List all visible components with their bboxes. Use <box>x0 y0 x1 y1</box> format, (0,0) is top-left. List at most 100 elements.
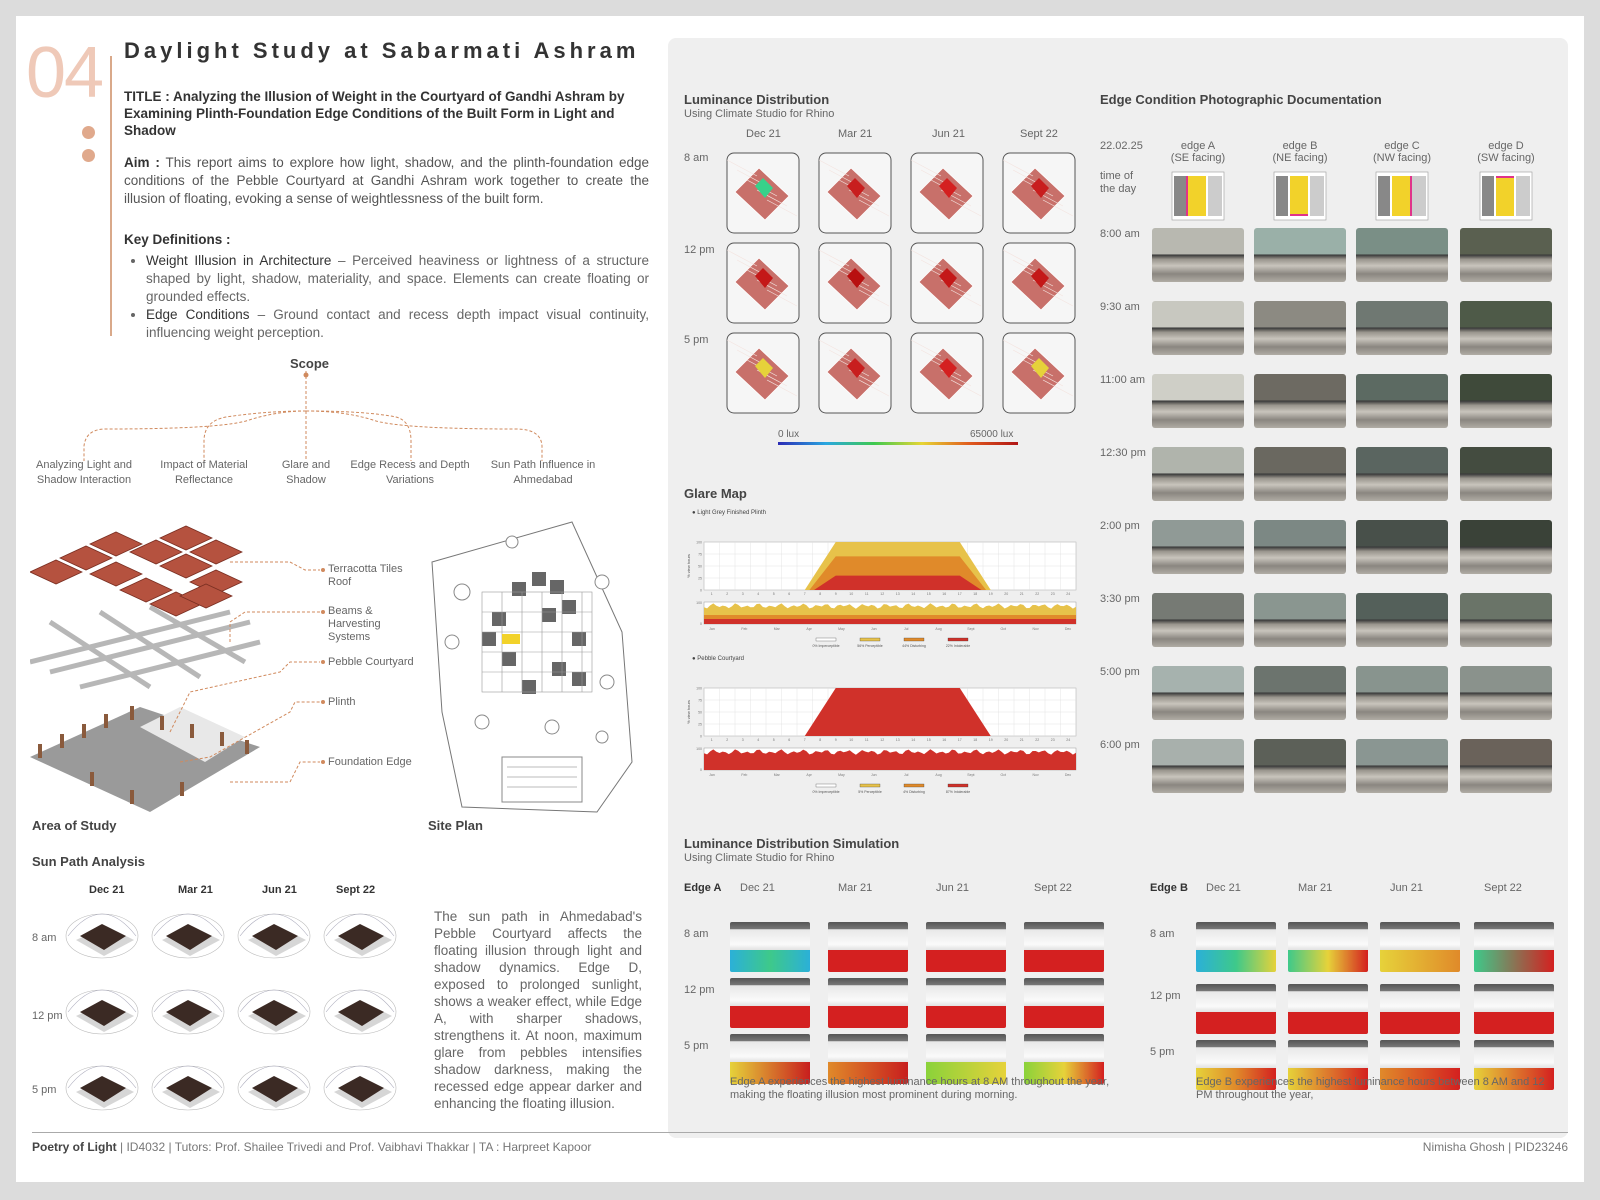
edge-photo <box>1152 593 1244 647</box>
glare-legend-swatch <box>815 637 837 642</box>
section-number: 04 <box>26 33 104 113</box>
glare-hour-tick: 5 <box>773 738 775 742</box>
luminance-cell <box>910 332 984 414</box>
edge-facing: (NE facing) <box>1272 152 1328 164</box>
sim-thumbnail <box>828 978 908 1028</box>
sim-thumbnail <box>1474 984 1554 1034</box>
definition-item: Edge Conditions – Ground contact and rec… <box>146 306 649 342</box>
sim-floor-heatmap <box>730 1062 810 1084</box>
sim-date-label: Dec 21 <box>1206 882 1241 894</box>
glare-legend-label: 0% Imperceptible <box>812 790 839 794</box>
sunpath-diagram <box>65 1065 139 1111</box>
sim-thumbnail <box>926 1034 1006 1084</box>
glare-hour-tick: 24 <box>1066 592 1070 596</box>
glare-month-tick: Feb <box>741 773 747 777</box>
glare-month-tick: Dec <box>1065 773 1071 777</box>
bullet-dot <box>82 149 95 162</box>
sunpath-diagram <box>323 913 397 959</box>
glare-y-tick: 50 <box>698 711 702 715</box>
time-of-day-label: time of the day <box>1100 170 1137 195</box>
luminance-cell <box>910 242 984 324</box>
glare-ylabel: % view hours <box>686 700 691 724</box>
glare-hour-tick: 1 <box>711 592 713 596</box>
glare-legend-label: 56% Perceptible <box>857 644 883 648</box>
glare-hour-tick: 15 <box>927 738 931 742</box>
sim-floor-heatmap <box>1474 1012 1554 1034</box>
edge-photo <box>1254 666 1346 720</box>
site-plan <box>431 521 633 813</box>
edge-photo <box>1254 739 1346 793</box>
footer-author: Nimisha Ghosh | PID23246 <box>1422 1140 1568 1154</box>
glare-legend-swatch <box>859 783 881 788</box>
glare-y-tick: 50 <box>698 565 702 569</box>
lux-scale-bar <box>778 442 1018 445</box>
luminance-cell <box>1002 152 1076 234</box>
label-foundation-edge: Foundation Edge <box>328 756 412 768</box>
sim-thumbnail <box>730 1034 810 1084</box>
glare-month-tick: Sept <box>967 773 974 777</box>
sim-time-label: 8 am <box>1150 928 1175 940</box>
edge-key-plan-icon <box>1479 171 1533 221</box>
sim-thumbnail <box>1380 922 1460 972</box>
glare-chart1-label: ● Light Grey Finished Plinth <box>692 510 766 516</box>
glare-hour-tick: 4 <box>757 592 759 596</box>
sim-floor-heatmap <box>926 950 1006 972</box>
glare-hour-tick: 8 <box>819 738 821 742</box>
glare-legend-label: 5% Perceptible <box>858 790 882 794</box>
sunpath-diagram <box>237 1065 311 1111</box>
sunpath-diagram <box>65 989 139 1035</box>
sun-path-title: Sun Path Analysis <box>32 854 145 869</box>
glare-y-tick: 0 <box>700 622 702 626</box>
sim-thumbnail <box>1196 922 1276 972</box>
glare-hour-tick: 19 <box>989 738 993 742</box>
edge-key-plan-icon <box>1171 171 1225 221</box>
sim-floor-heatmap <box>1196 1068 1276 1090</box>
glare-y-tick: 100 <box>696 687 702 691</box>
edge-key-plan-icon <box>1375 171 1429 221</box>
glare-hour-tick: 20 <box>1004 738 1008 742</box>
sim-thumbnail <box>1288 922 1368 972</box>
glare-hour-tick: 15 <box>927 592 931 596</box>
photo-time-label: 12:30 pm <box>1100 447 1146 459</box>
glare-hour-tick: 14 <box>911 738 915 742</box>
sunpath-date: Sept 22 <box>336 884 376 896</box>
footer-credits: Poetry of Light | ID4032 | Tutors: Prof.… <box>32 1140 592 1154</box>
sim-floor-heatmap <box>1024 1006 1104 1028</box>
glare-month-tick: Mar <box>774 773 781 777</box>
area-of-study-caption: Area of Study <box>32 818 117 833</box>
edge-photo <box>1460 228 1552 282</box>
edge-header: edge D(SW facing) <box>1460 140 1552 164</box>
sim-thumbnail <box>1288 1040 1368 1090</box>
glare-y-tick: 0 <box>700 735 702 739</box>
glare-month-tick: Jul <box>904 773 909 777</box>
edge-a-label: Edge A <box>684 882 722 894</box>
edge-facing: (NW facing) <box>1372 152 1432 164</box>
edge-name: edge A <box>1180 140 1216 152</box>
sim-thumbnail <box>1024 978 1104 1028</box>
sim-floor-heatmap <box>1196 950 1276 972</box>
edge-photo <box>1356 447 1448 501</box>
glare-month-tick: Dec <box>1065 627 1071 631</box>
sim-thumbnail <box>730 922 810 972</box>
glare-hour-tick: 11 <box>865 738 869 742</box>
glare-y-tick: 100 <box>696 601 702 605</box>
sim-floor-heatmap <box>1380 1068 1460 1090</box>
edge-photo <box>1460 739 1552 793</box>
glare-hour-tick: 12 <box>880 738 884 742</box>
glare-hour-tick: 23 <box>1051 738 1055 742</box>
sim-floor-heatmap <box>1474 950 1554 972</box>
edge-photo <box>1356 374 1448 428</box>
edge-photo <box>1254 301 1346 355</box>
lum-date: Sept 22 <box>1020 128 1058 140</box>
sim-thumbnail <box>1024 1034 1104 1084</box>
sim-thumbnail <box>730 978 810 1028</box>
glare-hour-tick: 5 <box>773 592 775 596</box>
sim-time-label: 5 pm <box>1150 1046 1175 1058</box>
sunpath-diagram <box>65 913 139 959</box>
sim-time-label: 8 am <box>684 928 709 940</box>
